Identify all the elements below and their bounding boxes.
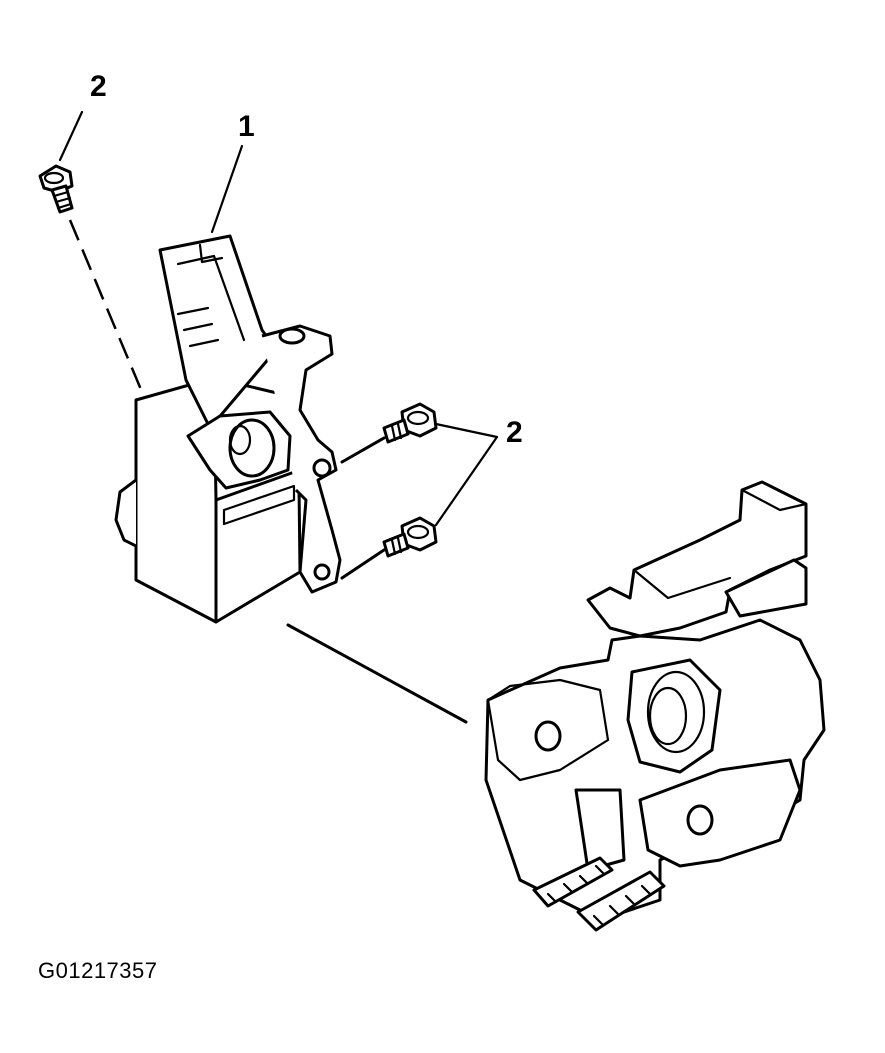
callout-label-switch: 1 (238, 110, 255, 143)
callout-label-screw: 2 (90, 70, 107, 103)
callout-label-screws: 2 (506, 416, 523, 449)
screw-right-upper (382, 402, 438, 444)
mounting-bracket (484, 480, 826, 932)
figure-id-label: G01217357 (38, 958, 158, 983)
assembly-guide-lines (68, 219, 468, 724)
screw-right-lower (382, 516, 438, 558)
screw-top-left (38, 164, 74, 214)
switch-assembly-part-1 (114, 234, 342, 624)
leader-lines (58, 110, 499, 527)
